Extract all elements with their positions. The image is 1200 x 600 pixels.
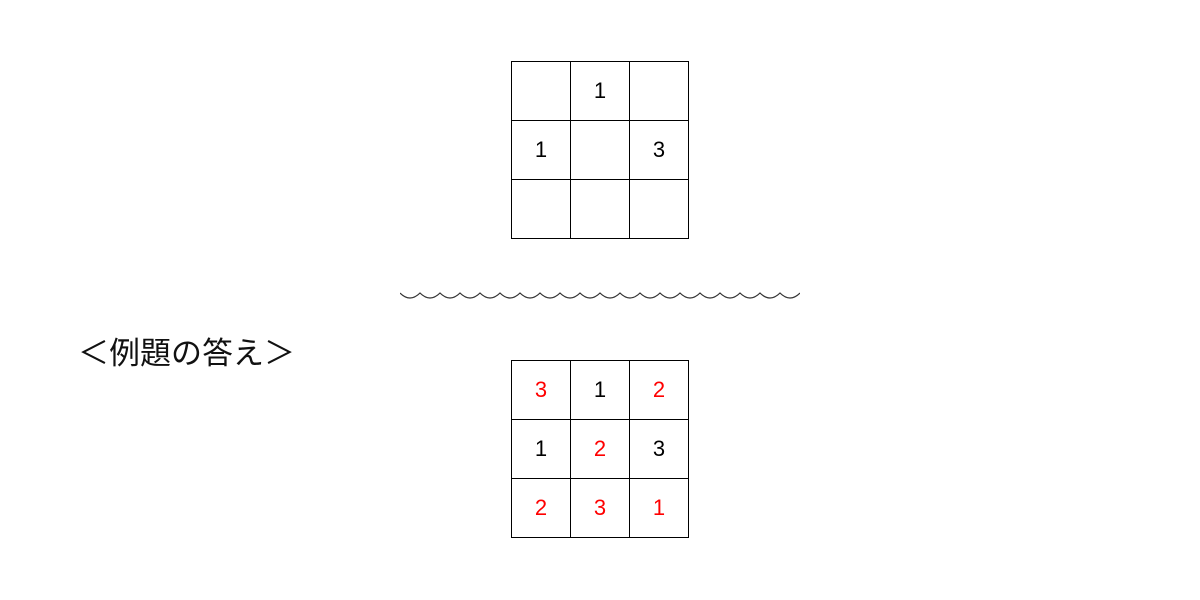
- answer-cell: 3: [570, 478, 630, 538]
- grid-row: 1: [511, 61, 689, 121]
- answer-grid: 3 1 2 1 2 3 2 3 1: [511, 360, 689, 538]
- answer-cell: 1: [570, 360, 630, 420]
- answer-heading: ＜例題の答え＞: [78, 336, 295, 372]
- grid-cell: 3: [629, 120, 689, 180]
- puzzle-grid: 1 1 3: [511, 61, 689, 239]
- grid-row: 3 1 2: [511, 360, 689, 420]
- grid-row: 1 2 3: [511, 419, 689, 479]
- answer-cell: 2: [629, 360, 689, 420]
- wavy-divider-icon: [400, 292, 800, 299]
- grid-cell: [511, 179, 571, 239]
- grid-cell: [629, 61, 689, 121]
- answer-cell: 1: [511, 419, 571, 479]
- grid-row: 2 3 1: [511, 478, 689, 538]
- grid-cell: [629, 179, 689, 239]
- grid-row: [511, 179, 689, 239]
- grid-cell: 1: [511, 120, 571, 180]
- answer-cell: 1: [629, 478, 689, 538]
- answer-cell: 2: [511, 478, 571, 538]
- grid-row: 1 3: [511, 120, 689, 180]
- grid-cell: [570, 179, 630, 239]
- answer-cell: 3: [511, 360, 571, 420]
- answer-cell: 2: [570, 419, 630, 479]
- grid-cell: [511, 61, 571, 121]
- grid-cell: 1: [570, 61, 630, 121]
- answer-cell: 3: [629, 419, 689, 479]
- grid-cell: [570, 120, 630, 180]
